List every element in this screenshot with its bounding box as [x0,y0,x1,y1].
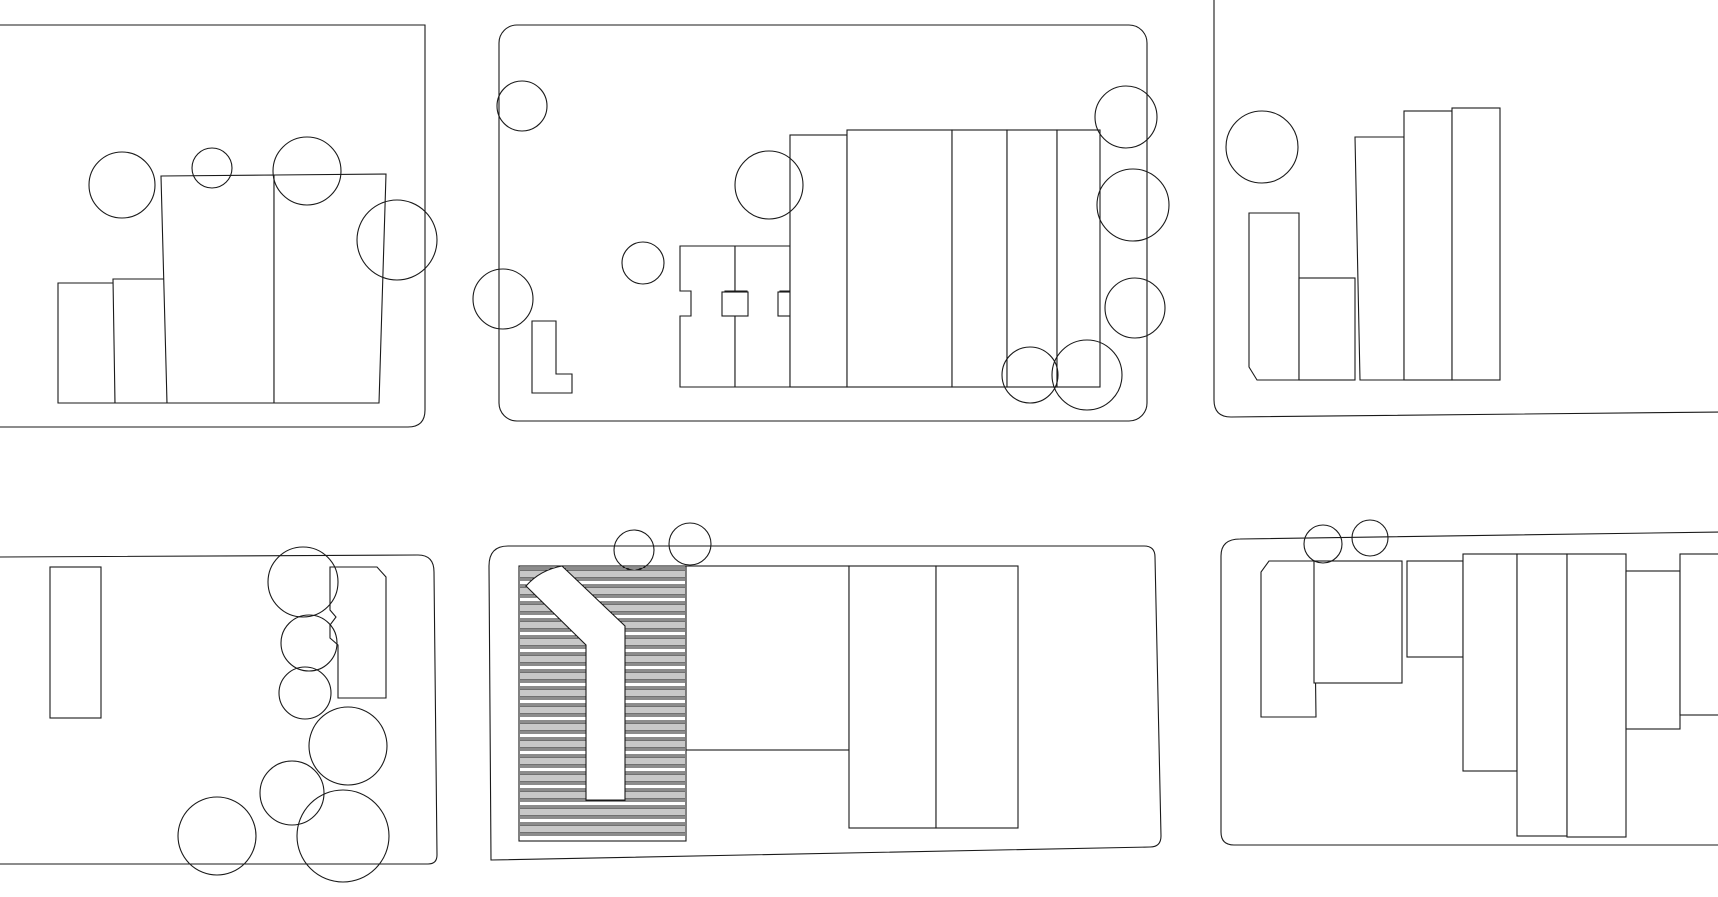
building [1313,560,1403,684]
building [1006,129,1058,388]
block-bottom-left [0,546,438,883]
building [685,565,850,751]
building [1406,560,1464,658]
building [1516,553,1568,837]
tree [259,760,325,826]
tree [668,522,712,566]
tree [1051,339,1123,411]
tree [356,199,438,281]
block-outline [1220,531,1718,846]
building [1354,136,1405,381]
building [273,173,387,404]
building [1462,553,1518,772]
block-outline [0,24,426,428]
block-bottom-right [1220,519,1718,846]
building [1451,107,1501,381]
walkway [525,565,626,801]
tree [1104,277,1166,339]
block-bottom-center [488,522,1162,861]
block-top-left [0,24,438,428]
tree [191,147,233,189]
tree [272,136,342,206]
tree [308,706,388,786]
tree [1303,524,1343,564]
building-small-l [531,320,573,394]
tree [177,796,257,876]
tree [1225,110,1299,184]
building [112,278,168,404]
building [1679,553,1718,716]
building [57,282,116,404]
tree [1094,85,1158,149]
building [846,129,953,388]
building [789,134,848,388]
hatch-band [520,587,685,595]
building [1298,277,1356,381]
tree [278,666,332,720]
building [329,566,387,699]
tree [496,80,548,132]
courtyard-box [721,291,749,317]
building [1625,570,1681,730]
tree [472,268,534,330]
building [1248,212,1300,381]
building [1566,553,1627,838]
building [951,129,1008,388]
tree [267,546,339,618]
tree [621,241,665,285]
tree [1351,519,1389,557]
tree [1096,168,1170,242]
tree [1001,346,1059,404]
hatch-band [520,570,685,578]
block-outline [1213,0,1718,418]
hatch-band [520,808,685,816]
block-outline [0,554,438,865]
tree [296,789,390,883]
building [935,565,1019,829]
building [1056,129,1101,388]
block-top-right [1213,0,1718,418]
building [1403,110,1453,381]
tree [280,614,338,672]
block-top-center [472,24,1170,422]
building [160,174,275,404]
hatch-band [520,825,685,833]
building [49,566,102,719]
building [848,565,937,829]
block-outline [488,545,1162,861]
tree [613,529,655,571]
building [1260,560,1317,718]
block-outline [498,24,1148,422]
tree [88,151,156,219]
tree [734,150,804,220]
